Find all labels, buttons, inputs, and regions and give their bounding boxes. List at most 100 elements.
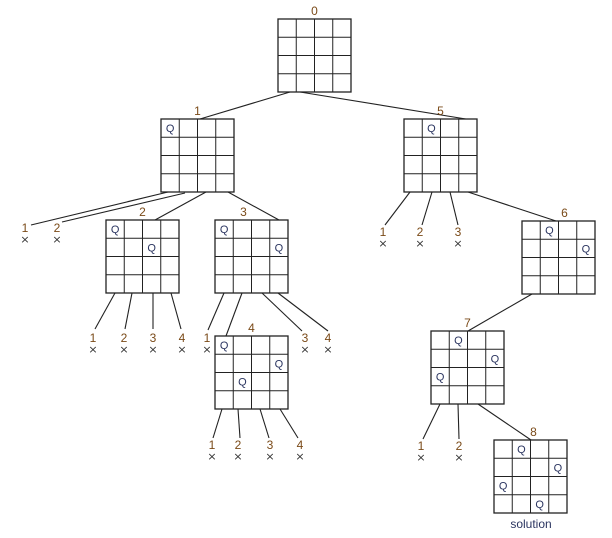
queen-marker: Q: [275, 358, 284, 370]
leaf-label: 1: [209, 438, 216, 452]
node-label: 4: [248, 321, 255, 335]
tree-edge: [170, 292, 182, 330]
dead-end-2-3: 3×: [148, 293, 158, 356]
cross-icon: ×: [416, 451, 425, 464]
tree-edge: [261, 292, 303, 332]
node-label: 5: [437, 104, 444, 118]
cross-icon: ×: [119, 343, 128, 356]
tree-edge: [207, 292, 225, 331]
queen-marker: Q: [220, 224, 229, 236]
cross-icon: ×: [323, 343, 332, 356]
cross-icon: ×: [233, 450, 242, 463]
node-label: 6: [561, 206, 568, 220]
leaf-label: 4: [297, 438, 304, 452]
leaf-label: 2: [456, 439, 463, 453]
board-node-4: 4Q Q Q: [214, 321, 289, 410]
tree-edge: [421, 191, 433, 226]
cross-icon: ×: [453, 237, 462, 250]
dead-end-2-2: 2×: [119, 292, 133, 356]
dead-end-3-3: 3×: [261, 292, 310, 356]
board-node-0: 0: [277, 4, 352, 93]
cross-icon: ×: [295, 450, 304, 463]
tree-edge: [279, 408, 299, 439]
cross-icon: ×: [148, 343, 157, 356]
dead-end-7-2: 2×: [454, 403, 464, 464]
queen-marker: Q: [491, 353, 500, 365]
tree-edge: [467, 191, 557, 222]
tree-edge: [457, 403, 460, 440]
board-node-3: 3QQ: [214, 205, 289, 294]
leaf-label: 3: [267, 438, 274, 452]
leaf-label: 1: [204, 331, 211, 345]
tree-edge: [227, 191, 280, 221]
leaf-label: 3: [302, 331, 309, 345]
queen-marker: Q: [220, 340, 229, 352]
board-node-2: 2Q Q: [105, 205, 180, 294]
queen-marker: Q: [454, 335, 463, 347]
dead-end-4-1: 1×: [207, 408, 223, 463]
cross-icon: ×: [207, 450, 216, 463]
tree-edges: [154, 91, 557, 441]
leaf-label: 1: [90, 331, 97, 345]
tree-edge: [477, 403, 532, 441]
leaf-label: 1: [380, 225, 387, 239]
leaf-label: 2: [417, 225, 424, 239]
cross-icon: ×: [202, 343, 211, 356]
solution-caption: solution: [510, 517, 551, 531]
board-node-1: 1Q: [160, 104, 235, 193]
tree-edge: [61, 192, 186, 223]
dead-end-4-2: 2×: [233, 408, 243, 463]
queen-marker: Q: [147, 242, 156, 254]
dead-end-1-1: 1×: [20, 191, 169, 246]
cross-icon: ×: [265, 450, 274, 463]
tree-edge: [299, 91, 473, 121]
queen-marker: Q: [517, 444, 526, 456]
queen-marker: Q: [238, 377, 247, 389]
dead-end-5-2: 2×: [415, 191, 433, 250]
node-label: 7: [464, 316, 471, 330]
board-node-6: 6QQ: [521, 206, 596, 295]
tree-edge: [225, 292, 243, 337]
queen-marker: Q: [582, 243, 591, 255]
leaf-label: 4: [325, 331, 332, 345]
dead-end-3-4: 4×: [277, 292, 333, 356]
leaf-label: 1: [418, 439, 425, 453]
dead-end-5-1: 1×: [378, 191, 411, 250]
cross-icon: ×: [88, 343, 97, 356]
node-label: 1: [194, 104, 201, 118]
node-label: 0: [311, 4, 318, 18]
leaf-label: 2: [54, 221, 61, 235]
dead-end-3-1: 1×: [202, 292, 225, 356]
tree-edge: [199, 91, 291, 120]
dead-end-7-1: 1×: [416, 403, 441, 464]
cross-icon: ×: [52, 233, 61, 246]
leaf-label: 4: [179, 331, 186, 345]
cross-icon: ×: [20, 233, 29, 246]
queen-marker: Q: [554, 462, 563, 474]
dead-end-leaves: 1×2×1×2×3×4×1×3×4×1×2×3×4×1×2×3×1×2×: [20, 191, 464, 464]
node-label: 2: [139, 205, 146, 219]
leaf-label: 1: [22, 221, 29, 235]
queen-marker: Q: [427, 123, 436, 135]
dead-end-1-2: 2×: [52, 192, 186, 246]
queen-marker: Q: [436, 372, 445, 384]
tree-edge: [94, 292, 116, 330]
tree-edge: [237, 408, 241, 439]
queen-marker: Q: [111, 224, 120, 236]
tree-edge: [277, 292, 329, 332]
cross-icon: ×: [415, 237, 424, 250]
tree-edge: [467, 293, 533, 332]
cross-icon: ×: [378, 237, 387, 250]
tree-edge: [154, 191, 207, 221]
dead-end-2-4: 4×: [170, 292, 187, 356]
leaf-label: 3: [455, 225, 462, 239]
tree-edge: [124, 292, 133, 330]
node-label: 8: [530, 425, 537, 439]
queen-marker: Q: [545, 225, 554, 237]
tree-edge: [384, 191, 411, 226]
board-node-5: 5Q: [403, 104, 478, 193]
queen-marker: Q: [499, 481, 508, 493]
queen-marker: Q: [275, 242, 284, 254]
